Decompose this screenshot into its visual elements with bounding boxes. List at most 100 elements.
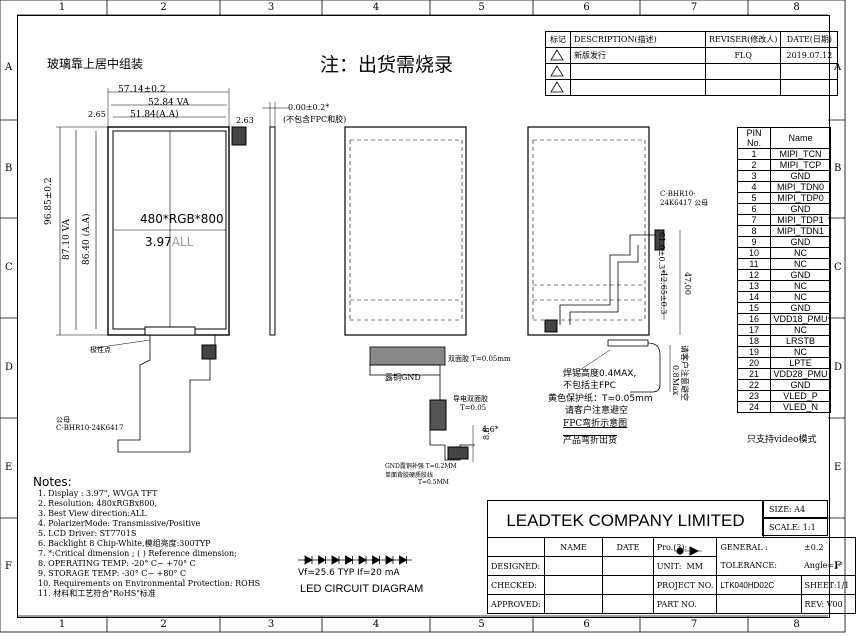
led-diode-icon xyxy=(372,555,381,565)
note-item: 11. 材料和工艺符合"RoHS"标准 xyxy=(38,589,156,598)
pin-name: LPTE xyxy=(770,357,831,369)
note-item: 3. Best View direction:ALL xyxy=(38,509,147,518)
pin-number: 13 xyxy=(737,280,771,292)
gnd-label: 露铜GND xyxy=(385,373,421,382)
dim-left-va: 87.10 VA xyxy=(62,218,72,260)
pin-header-name: Name xyxy=(770,127,831,149)
approved-label: APPROVED: xyxy=(487,594,545,614)
conductive-tape-thickness: T=0.05 xyxy=(460,404,487,412)
column-label: 5 xyxy=(478,2,485,13)
angle-value: Angle=1° xyxy=(801,556,856,576)
assembly-title: 玻璃靠上居中组装 xyxy=(47,57,144,71)
pin-name: GND xyxy=(770,269,831,281)
led-title: LED CIRCUIT DIAGRAM xyxy=(300,583,424,595)
bent-connector-label: C-BHR10-24K6417 公母 xyxy=(660,190,709,207)
rev-header-mark: 标记 xyxy=(545,31,571,48)
name-header: NAME xyxy=(543,537,604,557)
back-view xyxy=(344,126,475,462)
company-name: LEADTEK COMPANY LIMITED xyxy=(506,511,745,530)
pin-name: GND xyxy=(770,203,831,215)
pin-name: NC xyxy=(770,280,831,292)
led-diode-icon xyxy=(304,555,313,565)
rev-cell: REV: V00 xyxy=(800,594,856,614)
pin-number: 22 xyxy=(737,379,771,391)
column-label: 5 xyxy=(478,619,485,630)
gnd-bottom-label-2: 单面背胶硬质胶线 xyxy=(385,472,434,479)
row-label: F xyxy=(5,561,12,572)
pin-number: 7 xyxy=(737,214,771,226)
front-view xyxy=(56,88,247,453)
pin-number: 11 xyxy=(737,258,771,270)
pin-name: NC xyxy=(770,247,831,259)
dim-left-outline: 96.85±0.2 xyxy=(44,177,54,225)
pin-name: MIPI_TDN0 xyxy=(770,181,831,193)
note-item: 4. PolarizerMode: Transmissive/Positive xyxy=(38,519,201,528)
pin-number: 24 xyxy=(737,401,771,413)
gnd-bottom-label-3: T=0.5MM xyxy=(418,479,449,486)
pin-name: NC xyxy=(770,258,831,270)
pin-name: GND xyxy=(770,302,831,314)
pin-number: 23 xyxy=(737,390,771,402)
column-label: 8 xyxy=(793,2,800,13)
dim-top-outline: 57.14±0.2 xyxy=(118,85,166,95)
pin-name: MIPI_TCP xyxy=(770,159,831,171)
dim-right-offset: 2.63 xyxy=(236,116,254,125)
pin-number: 5 xyxy=(737,192,771,204)
pin-number: 1 xyxy=(737,148,771,160)
tolerance-label: TOLERANCE: xyxy=(716,556,802,576)
pin-number: 3 xyxy=(737,170,771,182)
bent-fpc-view xyxy=(527,126,681,393)
dim-width: 4.6* xyxy=(482,425,499,434)
row-label: E xyxy=(834,462,842,473)
dim-right-2: 47.00 xyxy=(683,272,692,295)
pin-name: GND xyxy=(770,236,831,248)
rev-row-reviser: FLQ xyxy=(704,47,782,64)
pin-name: GND xyxy=(770,379,831,391)
pin-number: 21 xyxy=(737,368,771,380)
designed-label: DESIGNED: xyxy=(487,556,545,576)
column-label: 2 xyxy=(160,2,167,13)
dim-left-aa: 86.40 (A.A) xyxy=(82,213,92,265)
project-value: LTK040HD02C xyxy=(716,575,802,595)
column-label: 2 xyxy=(160,619,167,630)
rev-header-reviser: REVISER(修改人) xyxy=(704,31,782,48)
led-diode-icon xyxy=(345,555,354,565)
column-label: 3 xyxy=(267,619,275,630)
connector-label-1: 公母 xyxy=(56,416,70,424)
dim-top-va: 52.84 VA xyxy=(148,98,190,108)
pin-number: 2 xyxy=(737,159,771,171)
dim-left-offset: 2.65 xyxy=(88,110,106,119)
right-avoid-note: 请客户注意避空 xyxy=(680,345,689,401)
note-item: 9. STORAGE TEMP: -30° C~ +80° C xyxy=(38,569,187,578)
led-diode-icon xyxy=(318,555,327,565)
pin-name: GND xyxy=(770,170,831,182)
thickness-dim: 0.00±0.2* xyxy=(288,103,330,112)
dim-right-1: 61.0±0.3* xyxy=(657,232,666,274)
resolution-label: 480*RGB*800 xyxy=(140,212,224,226)
pin-name: MIPI_TCN xyxy=(770,148,831,160)
size-label: 3.97ALL xyxy=(145,235,194,249)
led-diode-icon xyxy=(385,555,394,565)
pin-number: 8 xyxy=(737,225,771,237)
note-item: 10. Requirements on Environmental Protec… xyxy=(38,579,261,588)
pin-name: NC xyxy=(770,291,831,303)
rev-header-desc: DESCRIPTION(描述) xyxy=(570,31,706,48)
conductive-tape-label: 导电双面胶 xyxy=(453,395,488,403)
column-label: 3 xyxy=(267,2,275,13)
led-diode-icon xyxy=(399,555,408,565)
